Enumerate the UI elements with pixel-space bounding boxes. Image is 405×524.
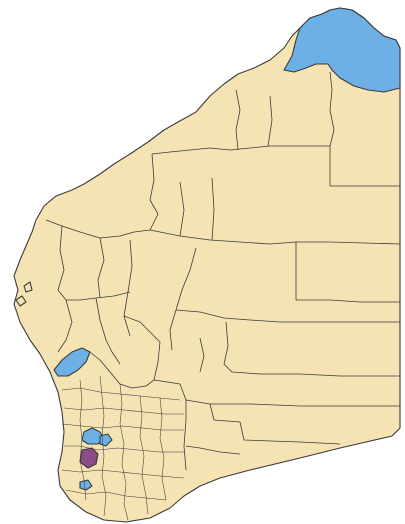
boundary xyxy=(123,315,151,333)
region-perth-central xyxy=(79,447,99,469)
region-kimberley-north xyxy=(283,7,401,93)
boundary xyxy=(169,247,197,351)
boundary-fine xyxy=(119,383,129,521)
region-metro-south xyxy=(79,479,93,491)
boundary xyxy=(179,181,185,237)
boundary-fine xyxy=(139,395,149,515)
boundary xyxy=(199,337,205,373)
boundary xyxy=(296,241,401,245)
boundary-fine xyxy=(63,407,184,415)
boundary xyxy=(329,146,400,187)
boundary xyxy=(175,309,400,323)
island xyxy=(23,281,33,293)
boundary-fine xyxy=(99,375,107,517)
boundary xyxy=(211,177,215,241)
boundary xyxy=(153,379,187,471)
boundary-fine xyxy=(64,445,184,453)
region-metro-east xyxy=(99,433,113,447)
boundary-fine xyxy=(79,379,87,501)
boundary-fine xyxy=(159,397,167,501)
boundary xyxy=(149,229,400,303)
boundary xyxy=(45,153,159,239)
boundary xyxy=(223,321,400,377)
island xyxy=(15,295,27,307)
boundary xyxy=(151,71,335,155)
boundary xyxy=(95,297,121,365)
boundary xyxy=(123,239,133,337)
boundary xyxy=(267,95,273,147)
region-midwest-coast xyxy=(53,347,91,377)
boundary-fine xyxy=(61,469,185,479)
state-outline xyxy=(13,7,401,523)
boundary xyxy=(97,237,105,299)
boundary xyxy=(185,445,241,455)
boundary xyxy=(235,89,241,151)
boundary xyxy=(149,331,161,381)
boundary xyxy=(209,403,341,445)
boundary xyxy=(185,399,400,407)
boundary xyxy=(57,299,73,353)
boundary-fine xyxy=(65,489,167,501)
boundary-fine xyxy=(61,423,184,431)
